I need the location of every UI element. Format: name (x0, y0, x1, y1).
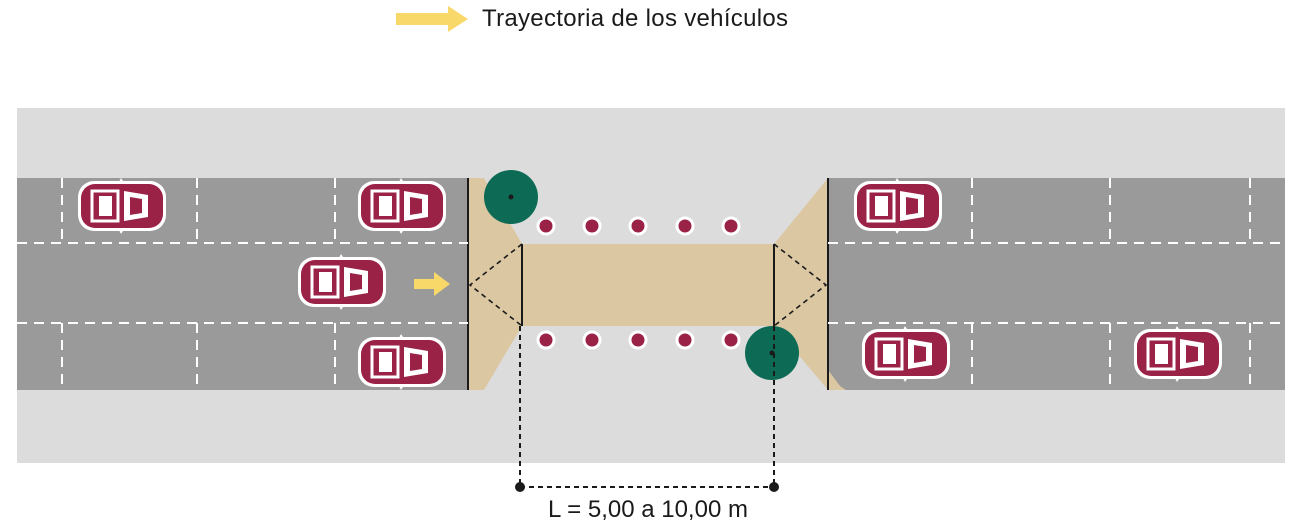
parked-car (852, 176, 944, 236)
parked-car (860, 324, 952, 384)
dimension-line (519, 326, 775, 488)
legend: Trayectoria de los vehículos (396, 4, 788, 34)
parked-car (356, 176, 448, 236)
tree-icon (745, 326, 799, 380)
raised-crossing (468, 178, 828, 390)
tree-icon (484, 170, 538, 224)
lane-markings-right (828, 178, 1285, 390)
bollards (536, 216, 741, 350)
moving-car (296, 252, 388, 312)
traffic-direction-arrow-icon (414, 272, 450, 296)
parked-car (356, 332, 448, 392)
parked-car (76, 176, 168, 236)
dimension-label: L = 5,00 a 10,00 m (548, 496, 748, 523)
yellow-arrow-icon (396, 6, 468, 32)
ramp-markings (468, 243, 828, 327)
legend-label: Trayectoria de los vehículos (482, 5, 789, 32)
lane-markings-left (17, 178, 468, 390)
parked-car (1132, 324, 1224, 384)
